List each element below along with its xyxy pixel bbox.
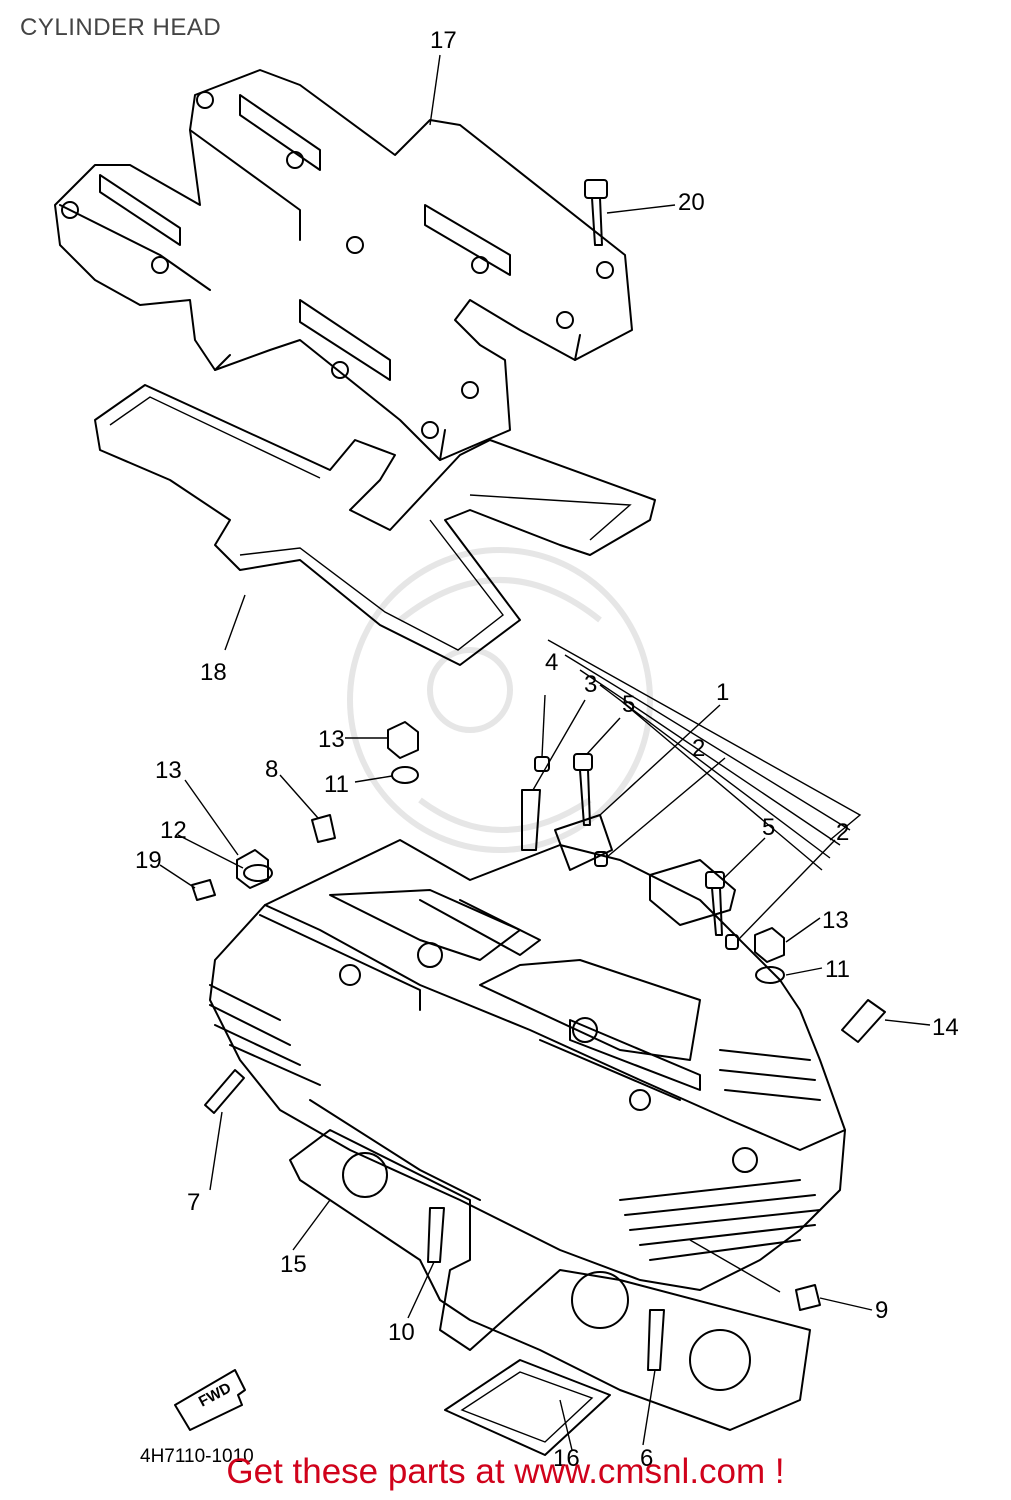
label-7: 7 <box>187 1189 200 1216</box>
label-1: 1 <box>716 679 729 706</box>
cta-link[interactable]: Get these parts at www.cmsnl.com ! <box>226 1452 785 1491</box>
cylinder-head <box>209 839 846 1291</box>
label-5-top: 5 <box>622 691 635 718</box>
label-16: 16 <box>553 1445 580 1472</box>
label-2-top: 2 <box>692 735 705 762</box>
label-6: 6 <box>640 1445 653 1472</box>
camshaft-caps <box>554 814 739 950</box>
label-14: 14 <box>932 1014 959 1041</box>
gasket-16 <box>444 1359 611 1456</box>
label-5-right: 5 <box>762 814 775 841</box>
label-18: 18 <box>200 659 227 686</box>
label-4: 4 <box>545 649 558 676</box>
dowel-and-stud <box>521 756 550 851</box>
small-hardware <box>191 721 886 1311</box>
label-8: 8 <box>265 756 278 783</box>
label-13-right: 13 <box>822 907 849 934</box>
label-11-right: 11 <box>825 956 850 983</box>
label-12: 12 <box>160 817 187 844</box>
label-3: 3 <box>584 671 597 698</box>
leader-lines <box>159 54 931 1451</box>
diagram-title: CYLINDER HEAD <box>20 14 222 41</box>
label-19: 19 <box>135 847 162 874</box>
studs <box>204 1069 665 1371</box>
forward-arrow-icon: FWD <box>174 1369 246 1431</box>
label-20: 20 <box>678 189 705 216</box>
head-cover-gasket <box>94 384 656 666</box>
cylinder-head-cover <box>54 69 633 461</box>
head-gasket <box>289 1129 811 1431</box>
part-labels: 17 20 18 13 11 13 8 12 19 4 3 5 1 2 5 2 … <box>135 27 959 1472</box>
label-13-left: 13 <box>155 757 182 784</box>
bolt-20 <box>584 179 608 246</box>
bolts-5 <box>573 753 725 936</box>
label-13-top: 13 <box>318 726 345 753</box>
label-9: 9 <box>875 1297 888 1324</box>
fwd-label: FWD <box>196 1379 234 1410</box>
watermark-logo <box>347 547 653 853</box>
label-11-top: 11 <box>324 771 349 798</box>
label-10: 10 <box>388 1319 415 1346</box>
label-15: 15 <box>280 1251 307 1278</box>
label-2-right: 2 <box>836 819 849 846</box>
diagram-code: 4H7110-1010 <box>140 1446 254 1467</box>
label-17: 17 <box>430 27 457 54</box>
